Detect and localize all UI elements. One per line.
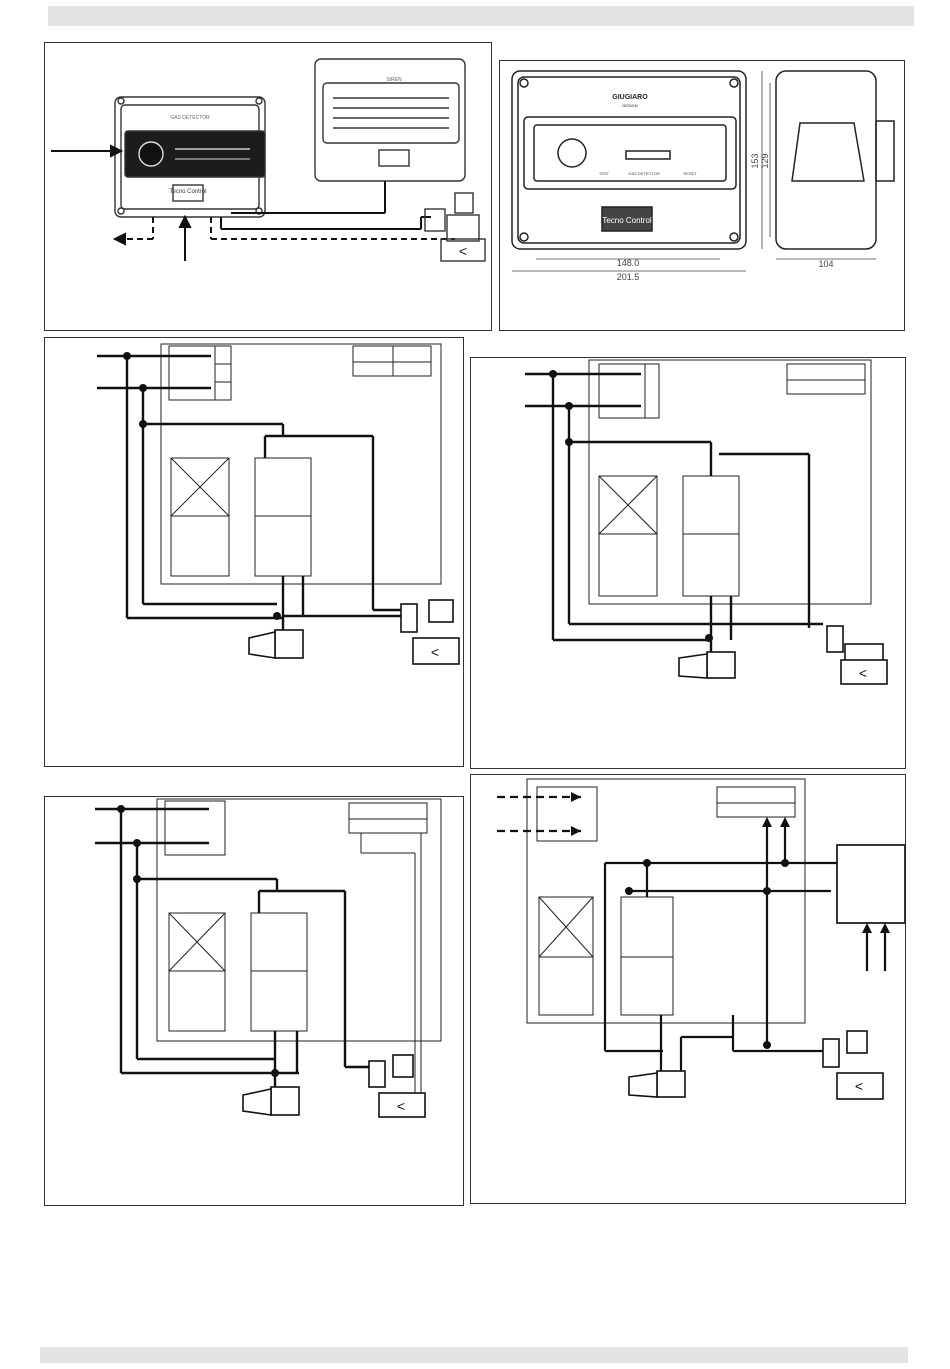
wiring-diagram-4: < (471, 775, 907, 1205)
header-band (48, 6, 914, 26)
front-view: Tecno Control GIUGIARO DESIGN GAS DETECT… (512, 71, 746, 249)
valve-icon-4: < (823, 1031, 883, 1099)
svg-text:<: < (459, 243, 467, 259)
footer-band (40, 1347, 908, 1363)
siren-label: SIREN (386, 77, 402, 83)
wiring-panel-4: < (470, 774, 906, 1204)
svg-text:<: < (397, 1098, 405, 1114)
siren-unit: SIREN (315, 59, 465, 181)
wiring-panel-2: < (470, 357, 906, 769)
side-view (776, 71, 894, 249)
wiring-panel-3: < (44, 796, 464, 1206)
solenoid-valve-icon: < (425, 193, 485, 261)
valve-icon-2: < (827, 626, 887, 684)
top-brand-sub: DESIGN (622, 103, 637, 108)
reset-label: RESET (683, 171, 697, 176)
siren-icon-1 (249, 630, 303, 658)
dim-129: 129 (760, 153, 770, 168)
siren-icon-2 (679, 652, 735, 678)
wiring-diagram-1: < (45, 338, 465, 768)
svg-text:<: < (859, 665, 867, 681)
dim-148: 148.0 (617, 258, 640, 268)
gas-detector-unit: Tecno Control GAS DETECTOR (115, 97, 265, 217)
dim-104: 104 (818, 259, 833, 269)
wiring-diagram-2: < (471, 358, 907, 770)
wiring-diagram-3: < (45, 797, 465, 1207)
dimension-lines: 148.0 201.5 153 129 104 (512, 71, 876, 282)
dimensions-drawing: Tecno Control GIUGIARO DESIGN GAS DETECT… (500, 61, 906, 332)
svg-text:<: < (855, 1078, 863, 1094)
valve-icon-1: < (401, 600, 459, 664)
dim-201: 201.5 (617, 272, 640, 282)
detector-brand-text: Tecno Control (169, 189, 206, 195)
overview-drawing: Tecno Control GAS DETECTOR SIREN (45, 43, 493, 332)
overview-panel: Tecno Control GAS DETECTOR SIREN (44, 42, 492, 331)
siren-icon-4 (629, 1071, 685, 1097)
detector-label: GAS DETECTOR (170, 115, 210, 121)
valve-icon-3: < (369, 1055, 425, 1117)
dimensions-panel: Tecno Control GIUGIARO DESIGN GAS DETECT… (499, 60, 905, 331)
wiring-lines-1 (97, 356, 403, 634)
wiring-panel-1: < (44, 337, 464, 767)
siren-icon-3 (243, 1087, 299, 1115)
svg-text:<: < (431, 644, 439, 660)
dim-153: 153 (750, 153, 760, 168)
front-brand-text: Tecno Control (602, 216, 652, 225)
top-brand-text: GIUGIARO (612, 94, 648, 101)
test-label: TEST (599, 171, 610, 176)
front-strip-text: GAS DETECTOR (628, 171, 660, 176)
